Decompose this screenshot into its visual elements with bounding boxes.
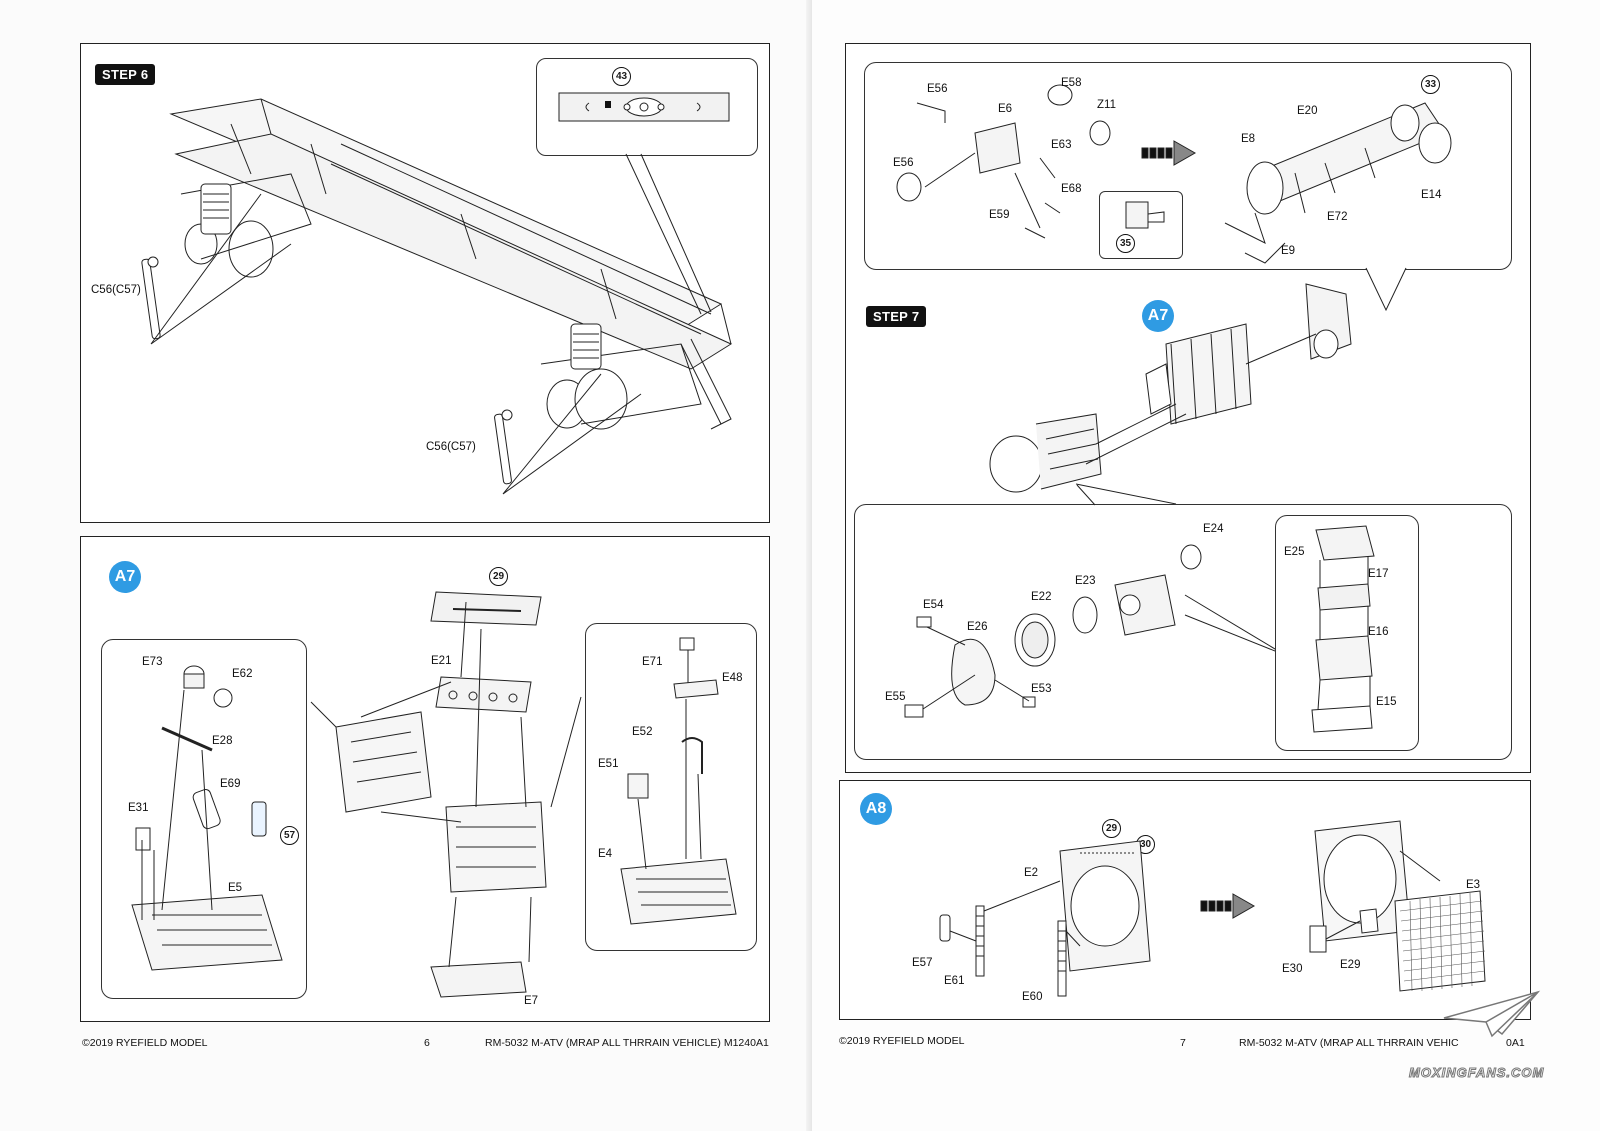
callout-57: 57 xyxy=(280,826,299,845)
label-e60: E60 xyxy=(1022,991,1043,1003)
step6-frame: STEP 6 43 xyxy=(80,43,770,523)
callout-33: 33 xyxy=(1421,75,1440,94)
left-footer-copyright: ©2019 RYEFIELD MODEL xyxy=(82,1037,208,1049)
callout-43: 43 xyxy=(612,67,631,86)
label-e69: E69 xyxy=(220,778,241,790)
a7-left-parts-drawing xyxy=(102,640,306,998)
step6-inset-box: 43 xyxy=(536,58,758,156)
label-c56-rear: C56(C57) xyxy=(426,441,476,453)
a8-frame: A8 29 30 xyxy=(839,780,1531,1020)
label-e72: E72 xyxy=(1327,211,1348,223)
step7-transmission-subbox: E25 E17 E16 E15 E24 E23 E22 E54 E26 E53 … xyxy=(854,504,1512,760)
label-e21: E21 xyxy=(431,655,452,667)
label-e58: E58 xyxy=(1061,77,1082,89)
a7-engine-frame: A7 E73 E62 E28 E69 xyxy=(80,536,770,1022)
step7-top-subbox: 35 33 E56 E6 E58 Z11 E56 E63 E68 E59 E20… xyxy=(864,62,1512,270)
watermark-text: MOXINGFANS.COM xyxy=(1408,1065,1545,1081)
label-e4: E4 xyxy=(598,848,613,860)
callout-29-top: 29 xyxy=(489,567,508,586)
label-e59: E59 xyxy=(989,209,1010,221)
right-footer-page-number: 7 xyxy=(1180,1037,1186,1049)
label-e14: E14 xyxy=(1421,189,1442,201)
step7-a7-badge: A7 xyxy=(1142,300,1174,332)
label-z11: Z11 xyxy=(1097,99,1116,111)
left-page: STEP 6 43 xyxy=(80,43,770,1049)
label-e55: E55 xyxy=(885,691,906,703)
label-e24: E24 xyxy=(1203,523,1224,535)
label-e5: E5 xyxy=(228,882,243,894)
a7-badge: A7 xyxy=(109,561,141,593)
label-e53: E53 xyxy=(1031,683,1052,695)
label-e17: E17 xyxy=(1368,568,1389,580)
label-e48: E48 xyxy=(722,672,743,684)
label-e54: E54 xyxy=(923,599,944,611)
a8-radiator-drawing xyxy=(840,781,1530,1019)
label-e63: E63 xyxy=(1051,139,1072,151)
right-footer-title-tail: 0A1 xyxy=(1506,1037,1525,1049)
label-c56-front: C56(C57) xyxy=(91,284,141,296)
a8-badge: A8 xyxy=(860,793,892,825)
label-e68: E68 xyxy=(1061,183,1082,195)
label-e62: E62 xyxy=(232,668,253,680)
step6-tag: STEP 6 xyxy=(95,64,156,85)
chassis-drawing xyxy=(81,44,769,522)
label-e31: E31 xyxy=(128,802,149,814)
label-e20: E20 xyxy=(1297,105,1318,117)
label-e29: E29 xyxy=(1340,959,1361,971)
label-e6: E6 xyxy=(998,103,1013,115)
a7-right-subbox: E71 E48 E52 E51 E4 xyxy=(585,623,757,951)
transmission-stack-subbox: E25 E17 E16 E15 xyxy=(1275,515,1419,751)
right-footer-title: RM-5032 M-ATV (MRAP ALL THRRAIN VEHIC xyxy=(1239,1037,1459,1049)
a7-engine-block-drawing xyxy=(81,537,769,1021)
right-footer-copyright: ©2019 RYEFIELD MODEL xyxy=(839,1035,965,1047)
callout-29: 29 xyxy=(1102,819,1121,838)
label-e51: E51 xyxy=(598,758,619,770)
label-e56-a: E56 xyxy=(927,83,948,95)
inset-bracket-drawing xyxy=(537,59,757,155)
transmission-parts-drawing xyxy=(855,505,1511,759)
label-e30: E30 xyxy=(1282,963,1303,975)
label-e61: E61 xyxy=(944,975,965,987)
step7-top-parts-drawing xyxy=(865,63,1511,269)
callout-35: 35 xyxy=(1116,234,1135,253)
label-e56-b: E56 xyxy=(893,157,914,169)
step7-engine-drawing xyxy=(846,44,1530,772)
step7-frame: 35 33 E56 E6 E58 Z11 E56 E63 E68 E59 E20… xyxy=(845,43,1531,773)
label-e26: E26 xyxy=(967,621,988,633)
label-e25: E25 xyxy=(1284,546,1305,558)
left-footer-title: RM-5032 M-ATV (MRAP ALL THRRAIN VEHICLE)… xyxy=(485,1037,769,1049)
label-e15: E15 xyxy=(1376,696,1397,708)
label-e23: E23 xyxy=(1075,575,1096,587)
label-e52: E52 xyxy=(632,726,653,738)
left-footer-page-number: 6 xyxy=(424,1037,430,1049)
label-e2: E2 xyxy=(1024,867,1039,879)
transmission-stack-drawing xyxy=(1276,516,1418,750)
label-e28: E28 xyxy=(212,735,233,747)
a7-right-parts-drawing xyxy=(586,624,756,950)
inset-35-drawing xyxy=(1100,192,1182,258)
label-e73: E73 xyxy=(142,656,163,668)
label-e16: E16 xyxy=(1368,626,1389,638)
right-page: 35 33 E56 E6 E58 Z11 E56 E63 E68 E59 E20… xyxy=(812,0,1600,1131)
paper-plane-icon xyxy=(1442,990,1542,1040)
label-e7: E7 xyxy=(524,995,539,1007)
label-e8: E8 xyxy=(1241,133,1256,145)
label-e3: E3 xyxy=(1466,879,1481,891)
step7-tag: STEP 7 xyxy=(866,306,927,327)
a7-left-subbox: E73 E62 E28 E69 57 E31 E5 xyxy=(101,639,307,999)
label-e71: E71 xyxy=(642,656,663,668)
label-e22: E22 xyxy=(1031,591,1052,603)
callout-35-inset: 35 xyxy=(1099,191,1183,259)
label-e9: E9 xyxy=(1281,245,1296,257)
label-e57: E57 xyxy=(912,957,933,969)
